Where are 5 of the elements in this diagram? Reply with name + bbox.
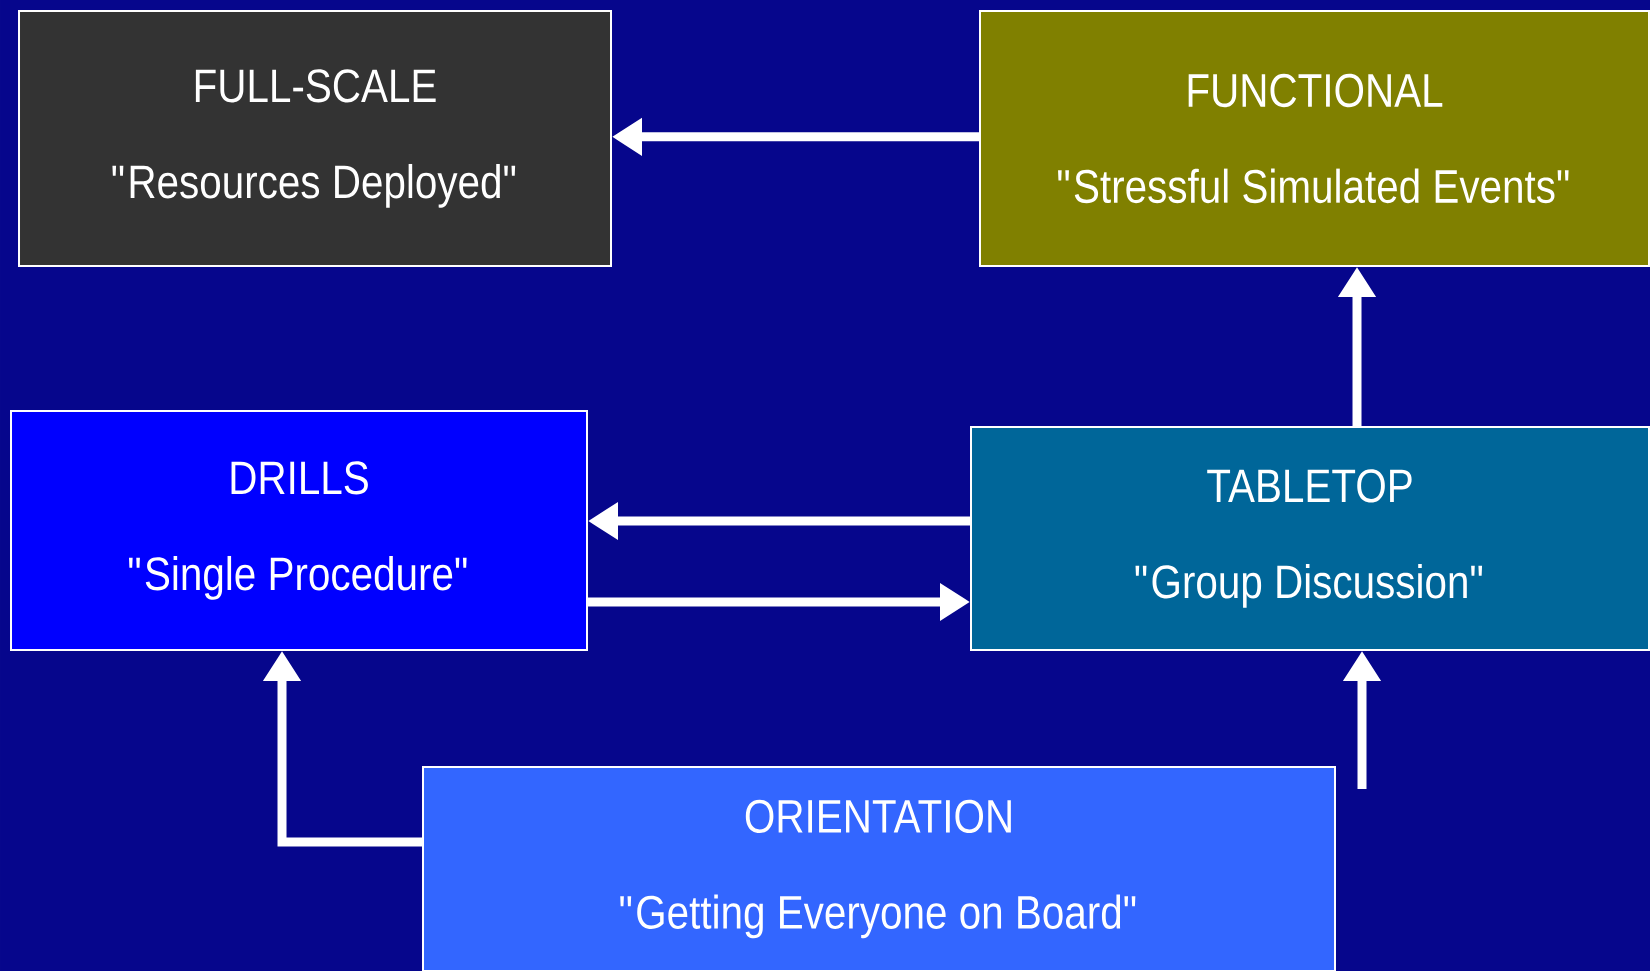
process-box: FUNCTIONAL "Stressful Simulated Events"	[979, 10, 1650, 267]
process-box: ORIENTATION "Getting Everyone on Board"	[422, 766, 1336, 971]
process-box: TABLETOP "Group Discussion"	[970, 426, 1650, 651]
process-box: FULL-SCALE "Resources Deployed"	[18, 10, 612, 267]
process-box: DRILLS "Single Procedure"	[10, 410, 588, 651]
